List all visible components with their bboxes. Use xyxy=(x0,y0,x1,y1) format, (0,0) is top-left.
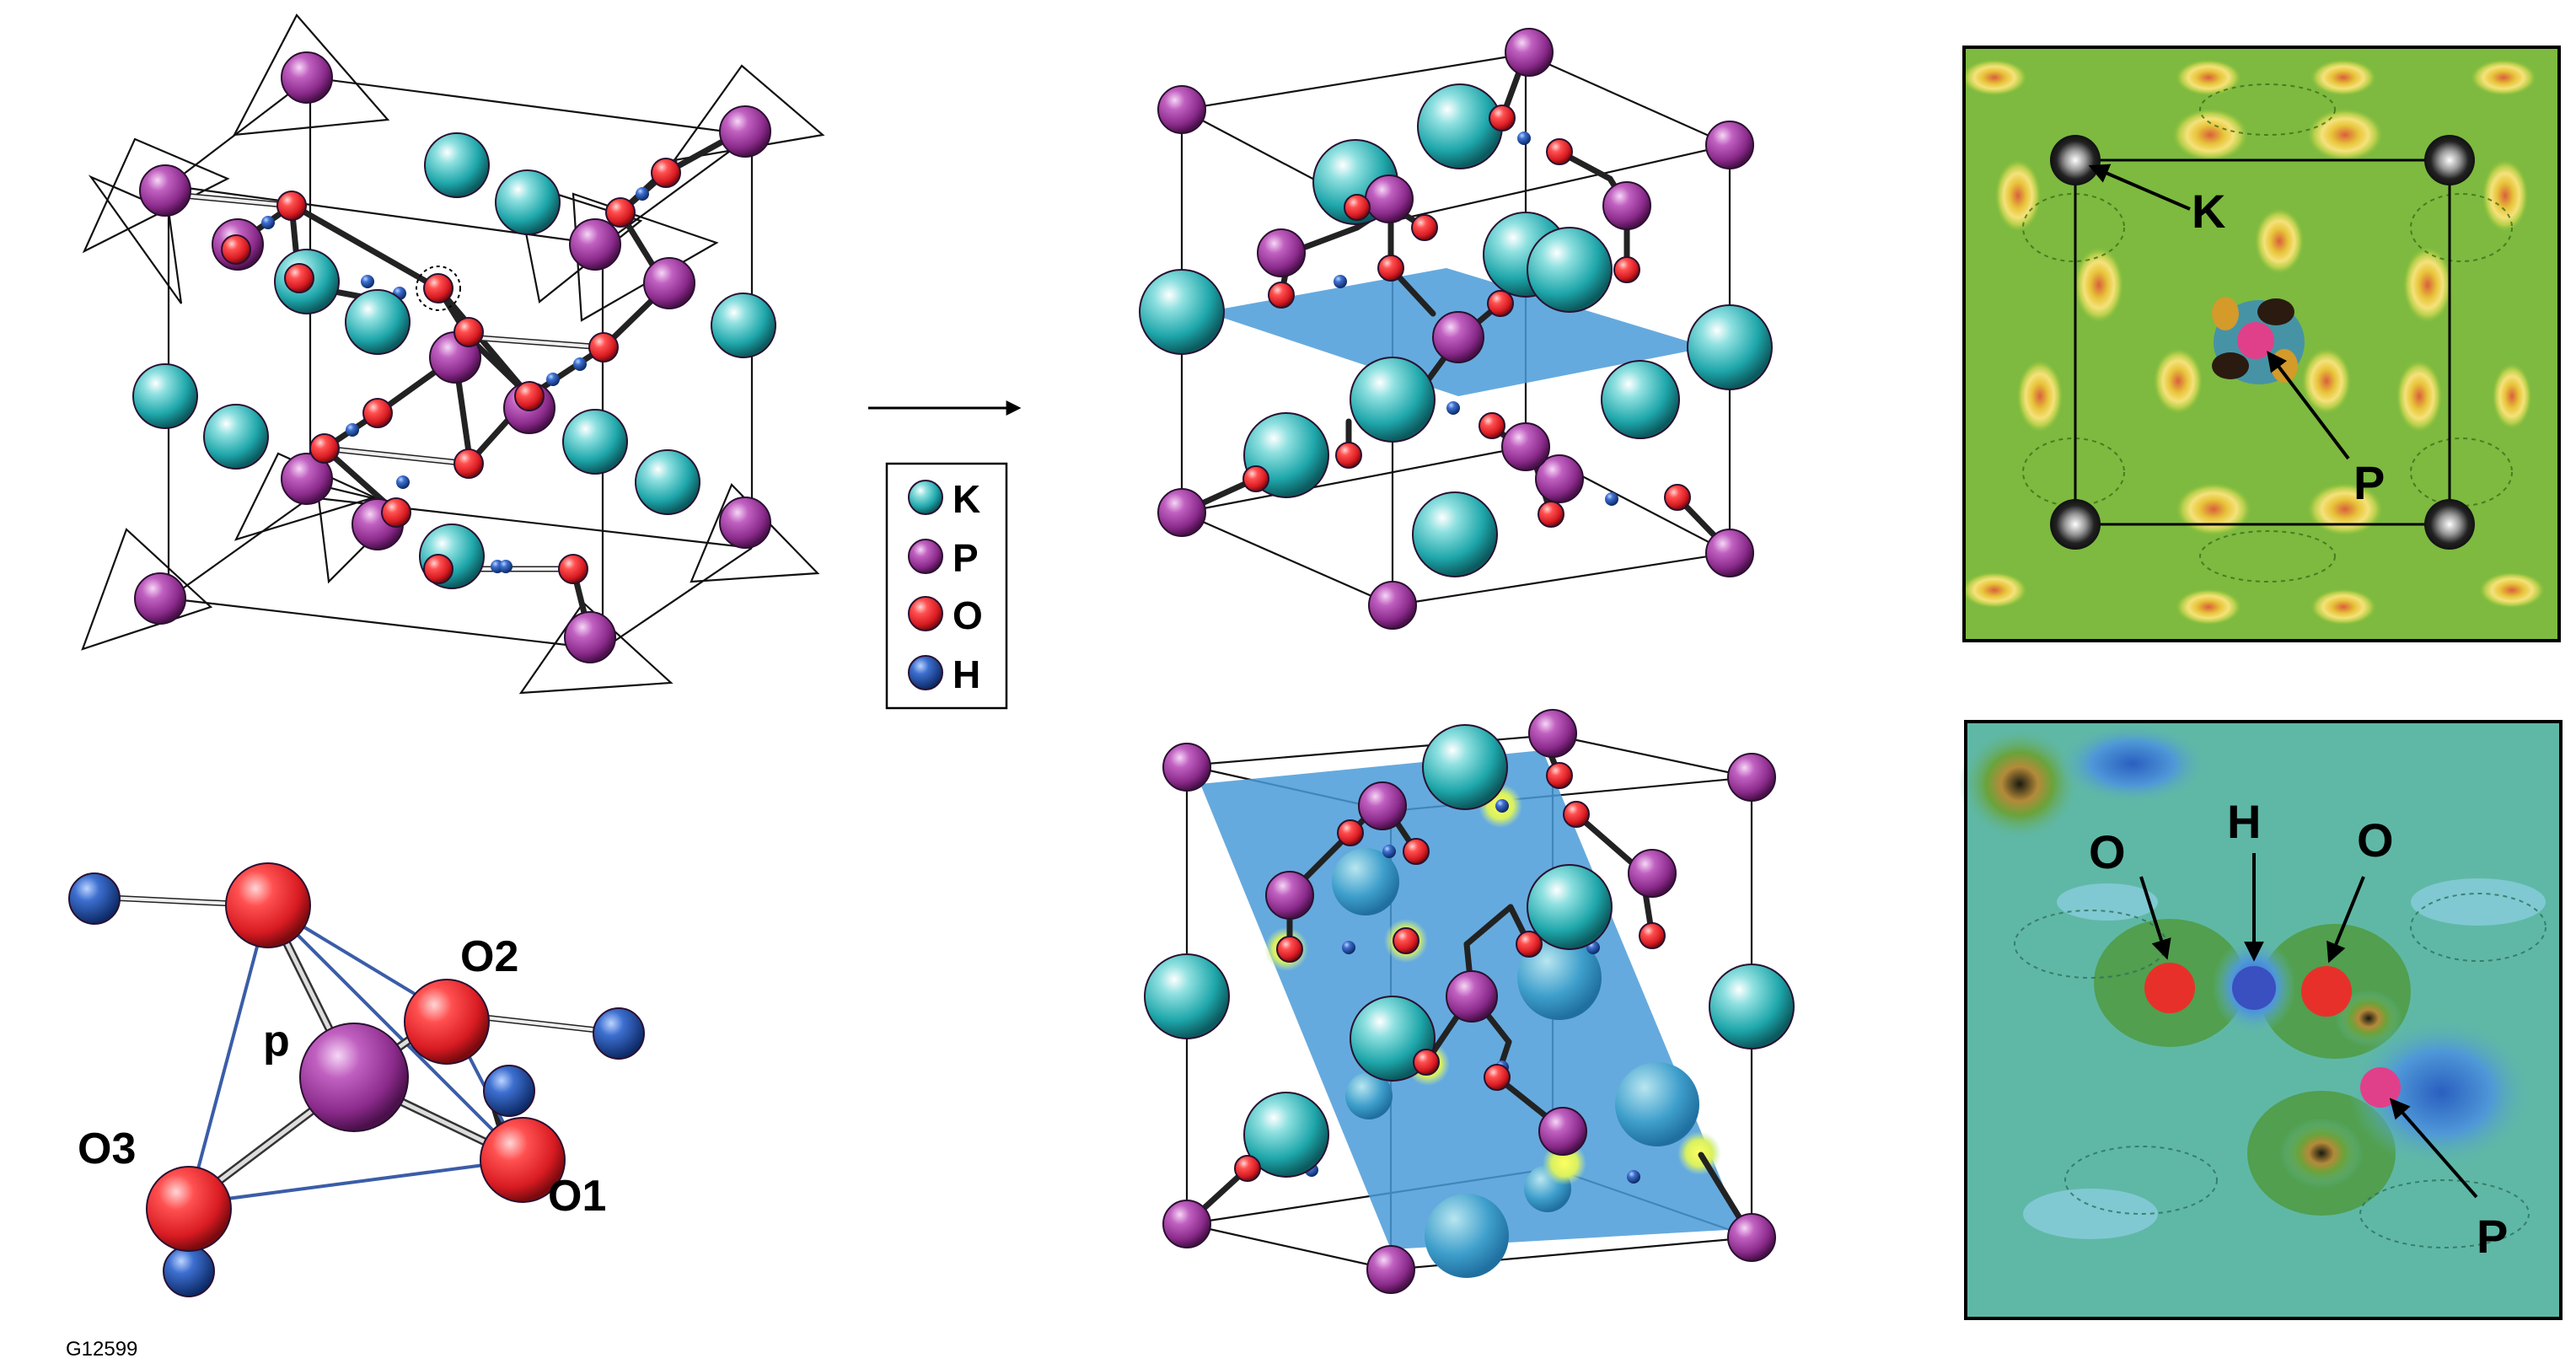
figure-id: G12599 xyxy=(66,1338,137,1361)
label-o2: O2 xyxy=(460,932,518,981)
label-p-top: P xyxy=(2353,456,2385,509)
label-o-left: O xyxy=(2089,825,2126,878)
highlighted-oxygen-ring xyxy=(416,266,461,311)
label-p-bottom: P xyxy=(2477,1210,2508,1263)
unit-cell-bottom xyxy=(1144,709,1795,1294)
density-lobes-top xyxy=(1961,59,2546,625)
label-o-right: O xyxy=(2357,813,2394,867)
legend: K P O H xyxy=(885,462,1008,710)
density-map-top: K P xyxy=(1961,46,2561,642)
svg-text:P: P xyxy=(953,536,979,580)
density-map-bottom: O H O P xyxy=(1959,720,2563,1320)
label-p: p xyxy=(263,1017,290,1066)
svg-text:H: H xyxy=(953,652,980,696)
legend-item-p: P xyxy=(908,536,979,580)
label-o3: O3 xyxy=(78,1125,136,1173)
unit-cell-top xyxy=(1139,28,1773,630)
legend-item-o: O xyxy=(908,593,983,637)
left-potassium-atoms xyxy=(132,132,776,589)
left-crystal-structure xyxy=(81,13,825,695)
phosphate-tetrahedron: p O2 O3 O1 xyxy=(68,862,645,1297)
label-k: K xyxy=(2192,185,2225,238)
map-unit-square xyxy=(2074,158,2451,526)
legend-item-h: H xyxy=(908,652,980,696)
svg-text:K: K xyxy=(953,477,980,521)
left-oxygen-atoms xyxy=(221,158,681,584)
legend-item-k: K xyxy=(908,477,980,521)
svg-text:O: O xyxy=(953,593,983,637)
label-o1: O1 xyxy=(548,1172,606,1221)
label-h: H xyxy=(2227,795,2261,848)
left-hydrogen-atoms xyxy=(261,187,649,573)
